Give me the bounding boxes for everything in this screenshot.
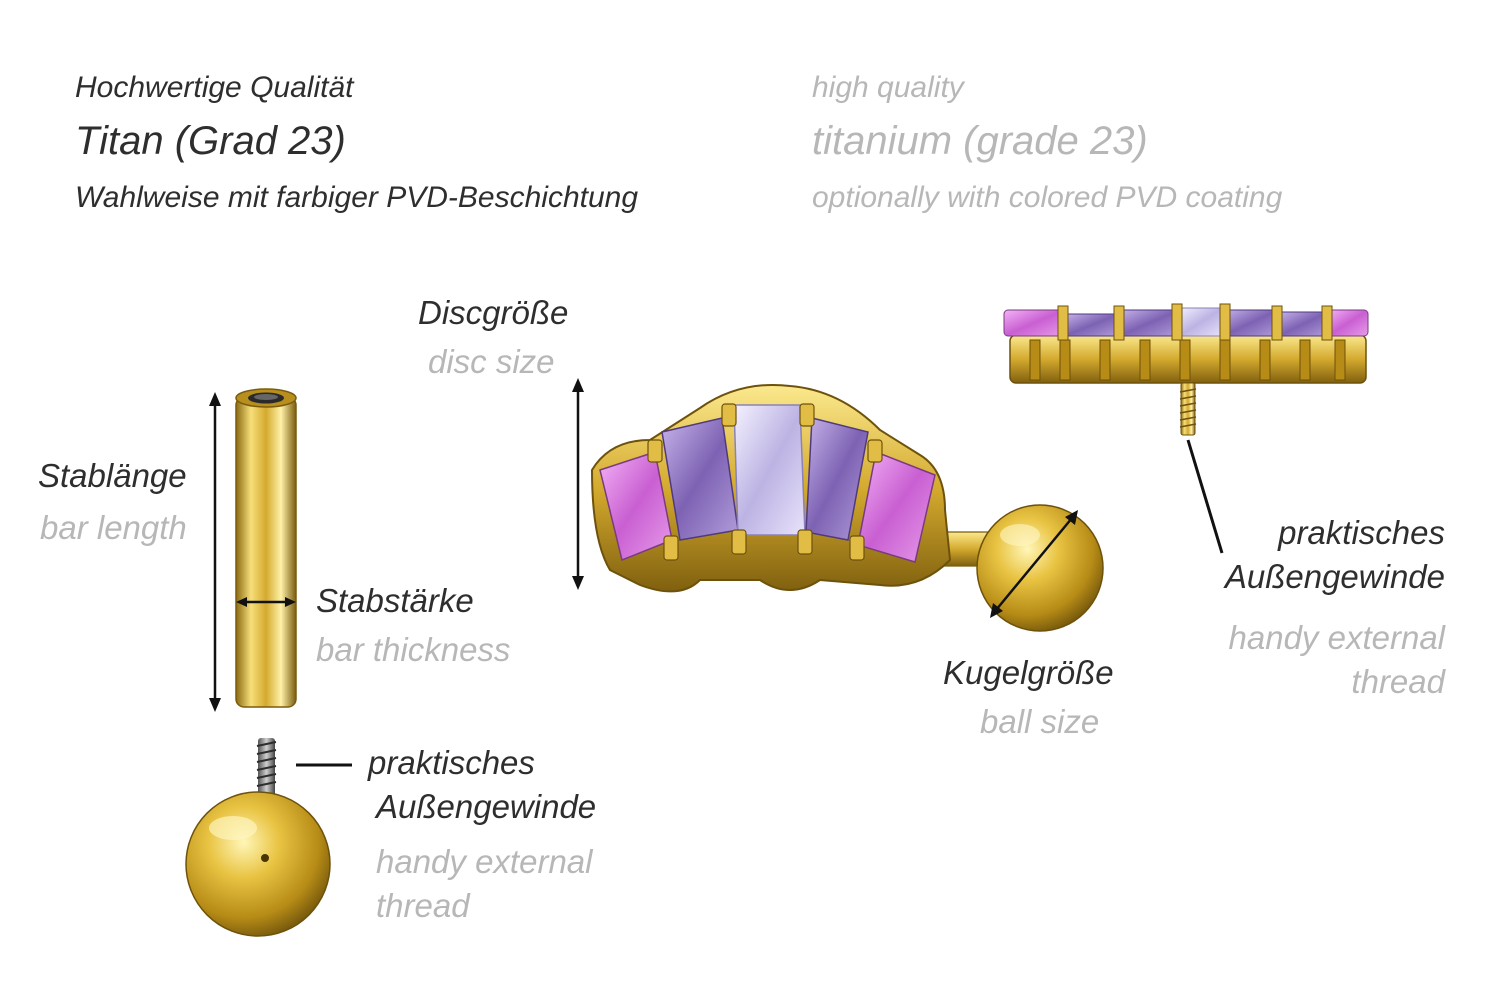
header-de-line1: Hochwertige Qualität [75, 71, 354, 104]
bar-length-label-en: bar length [40, 509, 187, 546]
thread-ball-label-en-2: thread [376, 887, 470, 924]
ball-size-arrow [990, 510, 1078, 618]
header-en-line1: high quality [812, 71, 964, 104]
bar-length-label-de: Stablänge [38, 457, 187, 494]
bar-thickness-label-en: bar thickness [316, 631, 511, 668]
thread-disc-label-de-1: praktisches [1278, 514, 1445, 551]
header-en-line3: optionally with colored PVD coating [812, 181, 1283, 214]
thread-ball-label-en-1: handy external [376, 843, 593, 880]
ball-size-label-de: Kugelgröße [943, 654, 1114, 691]
bar-graphic [235, 388, 297, 708]
disc-size-arrow [572, 378, 584, 590]
thread-disc-label-en-2: thread [1351, 663, 1445, 700]
thread-disc-label-de-2: Außengewinde [1224, 558, 1445, 595]
thread-pointer-disc [1186, 439, 1224, 554]
ball-size-label-en: ball size [980, 703, 1100, 740]
thread-ball-label-de-1: praktisches [368, 744, 535, 781]
thread-disc-label-en-1: handy external [1228, 619, 1445, 656]
bar-length-arrow [209, 392, 221, 712]
disc-side-graphic [1003, 303, 1369, 436]
disc-size-label-en: disc size [428, 343, 555, 380]
thread-ball-label-de-2: Außengewinde [376, 788, 597, 825]
ball-graphic [185, 738, 331, 937]
header-de-line2: Titan (Grad 23) [75, 119, 346, 163]
tragus-piece-graphic [590, 383, 1104, 632]
header-en-line2: titanium (grade 23) [812, 119, 1148, 163]
header-de-line3: Wahlweise mit farbiger PVD-Beschichtung [75, 181, 639, 214]
disc-size-label-de: Discgröße [418, 294, 569, 331]
bar-thickness-label-de: Stabstärke [316, 582, 474, 619]
bar-thickness-arrow [236, 597, 296, 607]
